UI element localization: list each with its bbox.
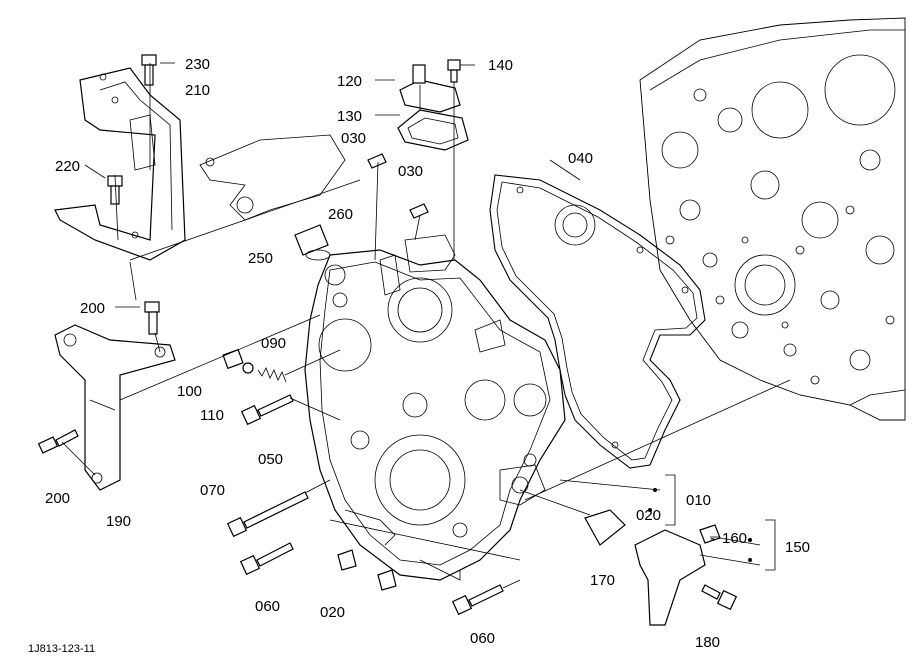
callout-150: 150 bbox=[785, 539, 810, 556]
callout-030-mid: 030 bbox=[398, 163, 423, 180]
callout-160: 160 bbox=[722, 530, 747, 547]
hidden-bracket bbox=[199, 134, 346, 221]
callout-210: 210 bbox=[185, 82, 210, 99]
dot-150 bbox=[748, 558, 752, 562]
callout-170: 170 bbox=[590, 572, 615, 589]
parts-090-100-110 bbox=[222, 348, 287, 383]
plug-250 bbox=[294, 224, 331, 261]
callout-020-bottom: 020 bbox=[320, 604, 345, 621]
callout-100: 100 bbox=[177, 383, 202, 400]
gear-case bbox=[304, 234, 566, 581]
bolt-140 bbox=[447, 59, 461, 83]
callout-060-left: 060 bbox=[255, 598, 280, 615]
cover-120 bbox=[399, 64, 461, 113]
callout-230: 230 bbox=[185, 56, 210, 73]
callout-160-dash: - bbox=[710, 530, 715, 547]
callout-020-right: 020 bbox=[636, 507, 661, 524]
engine-block bbox=[639, 17, 906, 421]
callout-130: 130 bbox=[337, 108, 362, 125]
callout-220: 220 bbox=[55, 158, 80, 175]
bolt-230 bbox=[141, 54, 157, 86]
callout-200-top: 200 bbox=[80, 300, 105, 317]
callout-060-bottom: 060 bbox=[470, 630, 495, 647]
dot-160 bbox=[748, 538, 752, 542]
callout-050: 050 bbox=[258, 451, 283, 468]
callout-190: 190 bbox=[106, 513, 131, 530]
callout-040: 040 bbox=[568, 150, 593, 167]
callout-180: 180 bbox=[695, 634, 720, 651]
callout-260: 260 bbox=[328, 206, 353, 223]
bolt-200a bbox=[144, 301, 160, 335]
bracket-210 bbox=[54, 67, 186, 261]
plugs-020 bbox=[337, 549, 397, 591]
callout-250: 250 bbox=[248, 250, 273, 267]
callout-070: 070 bbox=[200, 482, 225, 499]
callout-dashes bbox=[84, 62, 720, 538]
callout-090: 090 bbox=[261, 335, 286, 352]
leader-lines bbox=[61, 63, 791, 589]
diagram-code: 1J813-123-11 bbox=[28, 643, 95, 655]
bolts-050-070-060 bbox=[226, 394, 738, 616]
callout-110: 110 bbox=[200, 407, 224, 424]
dot-010 bbox=[653, 488, 657, 492]
plate-130 bbox=[397, 109, 469, 151]
bracket-190 bbox=[54, 324, 176, 491]
callout-010: 010 bbox=[686, 492, 711, 509]
callout-030-top: 030 bbox=[341, 130, 366, 147]
thermostat-150 bbox=[584, 509, 721, 626]
callout-200-bottom: 200 bbox=[45, 490, 70, 507]
callout-140: 140 bbox=[488, 57, 513, 74]
bolt-200b bbox=[37, 429, 79, 454]
callout-120: 120 bbox=[337, 73, 362, 90]
pins-030 bbox=[367, 153, 429, 219]
dot-020 bbox=[648, 508, 652, 512]
bracket-150 bbox=[765, 519, 776, 571]
bracket-010 bbox=[665, 474, 676, 526]
